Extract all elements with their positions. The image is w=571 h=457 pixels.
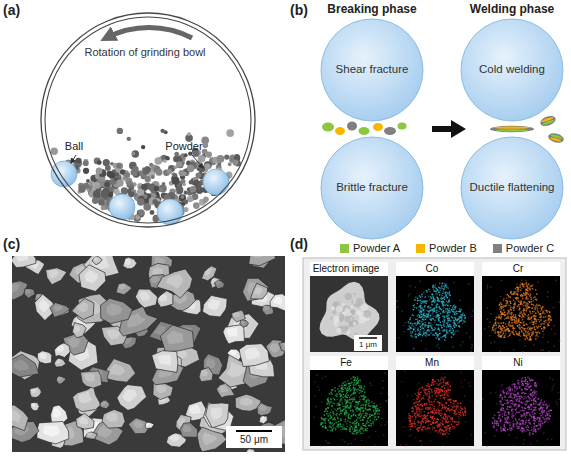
- map-label: Cr: [482, 263, 554, 275]
- element-map: Fe: [310, 356, 388, 446]
- legend-swatch: [416, 244, 425, 253]
- node-label: Cold welding: [479, 63, 545, 76]
- legend-text: Powder B: [429, 242, 477, 254]
- process-arrow: [432, 120, 466, 138]
- grinding-bowl: Rotation of grinding bowl: [40, 12, 256, 228]
- node-label: Brittle fracture: [336, 181, 408, 194]
- node-label: Rotation of grinding bowl: [40, 46, 250, 59]
- phase-heading: Welding phase: [442, 3, 571, 17]
- legend-text: Powder A: [353, 242, 400, 254]
- legend-swatch: [493, 244, 502, 253]
- legend-item: Powder B: [416, 242, 477, 254]
- callout-label: Ball: [4, 140, 144, 153]
- element-map: Cr: [482, 262, 560, 352]
- element-map: Mn: [396, 356, 474, 446]
- panel-label: (b): [290, 2, 308, 18]
- element-map: Co: [396, 262, 474, 352]
- map-label: Fe: [310, 357, 382, 369]
- node-text: Rotation of grinding bowl: [40, 46, 256, 59]
- eds-frame: [303, 258, 566, 450]
- leader-line: [71, 155, 76, 163]
- bowl-outline: [40, 12, 256, 228]
- legend-item: Powder A: [340, 242, 400, 254]
- node-text: Brittle fracture: [320, 136, 424, 240]
- node-text: Fe: [310, 357, 388, 369]
- map-label: Mn: [396, 357, 468, 369]
- callout-label: Powder: [114, 140, 254, 153]
- node-text: Electron image: [310, 263, 388, 275]
- powder-particles: [322, 122, 407, 136]
- panel-label: (c): [3, 236, 20, 252]
- node-text: Mn: [396, 357, 474, 369]
- legend-item: Powder C: [493, 242, 554, 254]
- node-text: Cold welding: [460, 18, 564, 122]
- milling-ball: Cold welding: [460, 18, 564, 122]
- node-text: Ni: [482, 357, 560, 369]
- sem-image: [12, 256, 285, 452]
- element-map: Ni: [482, 356, 560, 446]
- milling-ball: Ductile flattening: [460, 136, 564, 240]
- phase-heading: Breaking phase: [302, 3, 442, 17]
- node-text: Cr: [482, 263, 560, 275]
- rotation-arrow: [106, 27, 192, 38]
- eds-maps: [310, 262, 561, 447]
- scale-bar: [236, 430, 272, 432]
- node-text: Shear fracture: [320, 18, 424, 122]
- map-label: Ni: [482, 357, 554, 369]
- milling-balls: [51, 161, 229, 225]
- node-text: Co: [396, 263, 474, 275]
- scale-label: 1 μm: [298, 340, 438, 349]
- leader-line: [192, 155, 203, 168]
- node-text: Ductile flattening: [460, 136, 564, 240]
- legend: Powder A Powder B Powder C: [340, 242, 570, 254]
- milling-ball: Shear fracture: [320, 18, 424, 122]
- scale-label: 50 μm: [184, 434, 324, 446]
- node-label: Ductile flattening: [469, 181, 554, 194]
- legend-swatch: [340, 244, 349, 253]
- sem-particles: [12, 256, 285, 452]
- milling-ball: Brittle fracture: [320, 136, 424, 240]
- element-map: Electron image: [310, 262, 388, 352]
- map-label: Electron image: [310, 263, 382, 275]
- map-label: Co: [396, 263, 468, 275]
- node-label: Shear fracture: [336, 63, 409, 76]
- scale-bar: [359, 337, 377, 339]
- panel-label: (d): [290, 236, 308, 252]
- legend-text: Powder C: [506, 242, 554, 254]
- panel-label: (a): [3, 2, 20, 18]
